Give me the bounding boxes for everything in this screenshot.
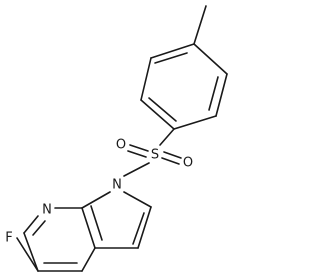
bond-sulfur-oxygen-right-a [163,151,182,159]
atom-nitrogen-pyridine: N [42,203,52,218]
atom-oxygen-right: O [183,156,193,171]
bond-n7-c6-inner [32,220,46,236]
bond-c3a-c7a [81,207,96,249]
bond-benzene-1 [150,43,195,59]
bond-c5-fluorine [16,237,39,272]
bond-benzene-5-inner [208,76,219,111]
bond-methyl [193,5,207,45]
pyrrole-ring [81,191,152,249]
bond-aryl-sulfur [159,128,175,146]
bond-c2-c3-inner [132,212,145,245]
bond-benzene-3 [140,99,175,130]
bond-benzene-3-inner [148,97,177,122]
chemical-structure-diagram: N N S O O F [5,5,228,272]
bond-c2-c3 [137,206,152,249]
atom-nitrogen-pyrrole: N [112,178,122,193]
sulfonyl-group [123,128,182,177]
tolyl-group [140,5,228,130]
atom-sulfur: S [151,148,159,163]
bond-benzene-2 [140,57,152,101]
bond-c3a-c7a-inner [90,205,103,241]
bond-benzene-4 [173,115,217,130]
bond-sulfur-oxygen-left-b [127,150,147,158]
bond-n7-c6 [23,215,39,234]
bond-sulfur-nitrogen [123,162,150,177]
bond-c6-c5 [23,232,39,272]
bond-c7a-n1 [81,191,111,209]
bond-benzene-1-inner [154,52,188,64]
bond-sulfur-oxygen-left-a [129,144,149,152]
pyridine-ring [16,205,103,272]
bond-sulfur-oxygen-right-b [161,157,180,165]
bond-benzene-6 [193,43,228,75]
atom-fluorine: F [5,231,12,246]
bond-n1-c2 [123,191,152,208]
bond-c4-c3a [81,247,96,272]
bond-benzene-5 [215,73,228,117]
atom-oxygen-left: O [116,138,126,153]
